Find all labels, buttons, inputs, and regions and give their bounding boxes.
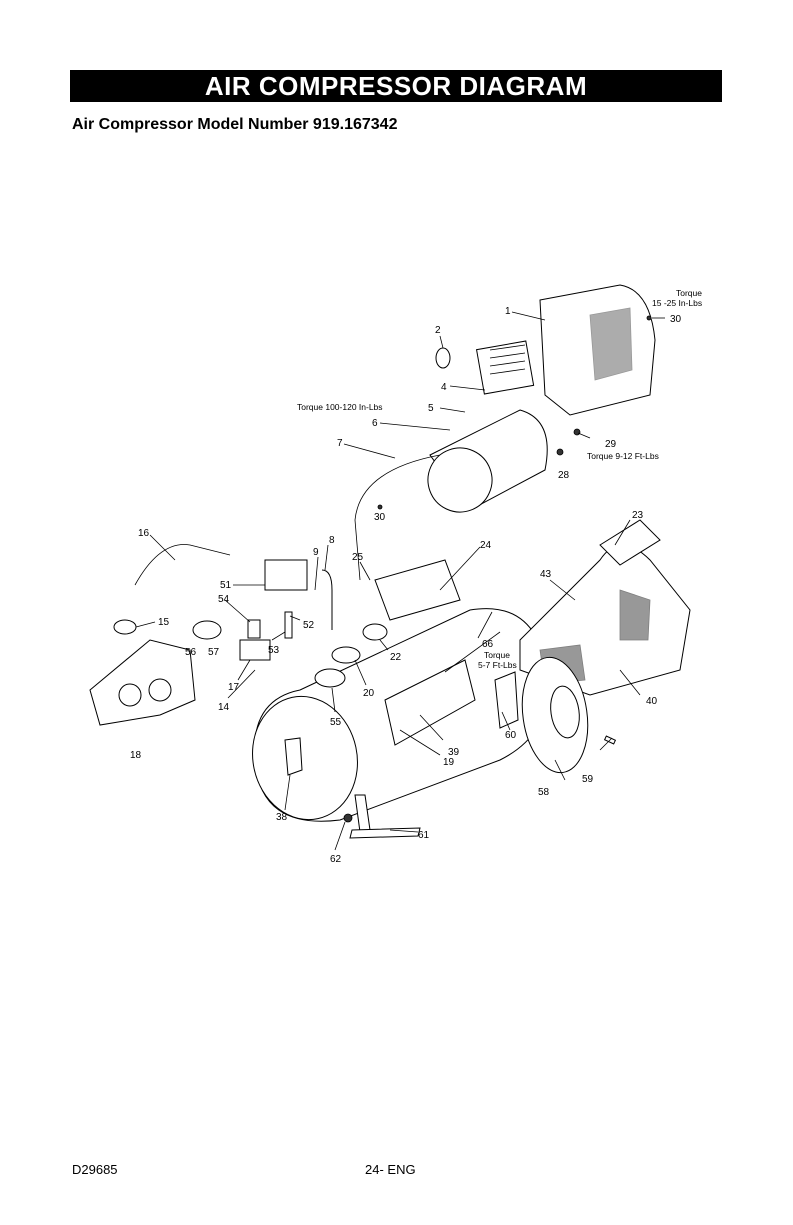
tube-8 — [322, 570, 332, 630]
part-39: 39 — [448, 747, 460, 758]
part-54: 54 — [218, 594, 230, 605]
part-43: 43 — [540, 569, 552, 580]
part-19: 19 — [443, 757, 455, 768]
outlet-tube-7 — [355, 455, 440, 580]
screw-30-mid — [378, 505, 382, 509]
ring-15 — [114, 620, 136, 634]
part-7: 7 — [337, 438, 343, 449]
cap-2 — [436, 348, 450, 368]
torque-pump-bolt: Torque 9-12 Ft-Lbs — [587, 451, 659, 461]
pump-plate-24 — [375, 560, 460, 620]
part-4: 4 — [441, 382, 447, 393]
part-9: 9 — [313, 547, 319, 558]
bolt-28 — [557, 449, 563, 455]
part-62: 62 — [330, 854, 342, 865]
regulator-54 — [248, 620, 260, 638]
manifold-17 — [240, 640, 270, 660]
part-1: 1 — [505, 306, 511, 317]
part-16: 16 — [138, 528, 150, 539]
part-23: 23 — [632, 510, 644, 521]
torque-wheel-line1: Torque — [484, 650, 510, 660]
part-59: 59 — [582, 774, 594, 785]
part-40: 40 — [646, 696, 658, 707]
torque-manifold: Torque 100-120 In-Lbs — [297, 402, 383, 412]
torque-shroud-line1: Torque — [676, 288, 702, 298]
torque-shroud-line2: 15 -25 In-Lbs — [652, 298, 702, 308]
part-24: 24 — [480, 540, 492, 551]
part-58: 58 — [538, 787, 550, 798]
document-code: D29685 — [72, 1162, 118, 1177]
part-30-mid: 30 — [374, 512, 386, 523]
gauge-56 — [193, 621, 221, 639]
pressure-switch-51 — [265, 560, 307, 590]
part-56-gauge: 56 — [185, 647, 197, 658]
part-25: 25 — [352, 552, 364, 563]
part-22: 22 — [390, 652, 402, 663]
part-17: 17 — [228, 682, 240, 693]
motor-pump-assembly — [419, 341, 547, 521]
fitting-52 — [285, 612, 292, 638]
valve-22 — [363, 624, 387, 640]
part-8: 8 — [329, 535, 335, 546]
rubber-foot-61 — [350, 828, 420, 838]
part-14: 14 — [218, 702, 230, 713]
part-53: 53 — [268, 645, 280, 656]
part-20: 20 — [363, 688, 375, 699]
part-5: 5 — [428, 403, 434, 414]
part-15: 15 — [158, 617, 170, 628]
part-61: 61 — [418, 830, 430, 841]
washer-20 — [332, 647, 360, 663]
part-66: 66 — [482, 639, 494, 650]
part-29: 29 — [605, 439, 617, 450]
part-30-top: 30 — [670, 314, 682, 325]
part-57: 57 — [208, 647, 220, 658]
part-51: 51 — [220, 580, 232, 591]
gauge-55 — [315, 669, 345, 687]
part-6: 6 — [372, 418, 378, 429]
part-28: 28 — [558, 470, 570, 481]
air-tank — [241, 609, 548, 838]
rear-shroud-1 — [540, 285, 655, 415]
page-number: 24- ENG — [365, 1162, 416, 1177]
torque-wheel-line2: 5-7 Ft-Lbs — [478, 660, 517, 670]
part-2: 2 — [435, 325, 441, 336]
screw-30-top — [647, 316, 651, 320]
torque-wheel: Torque 5-7 Ft-Lbs — [478, 650, 517, 670]
torque-shroud-screw: Torque 15 -25 In-Lbs — [652, 288, 704, 308]
bolt-29 — [574, 429, 580, 435]
drain-valve-62 — [344, 814, 352, 822]
warning-label-38 — [285, 738, 302, 775]
part-18: 18 — [130, 750, 142, 761]
part-38: 38 — [276, 812, 288, 823]
hose-16 — [135, 545, 230, 586]
part-60: 60 — [505, 730, 517, 741]
console-18 — [90, 640, 195, 725]
part-52: 52 — [303, 620, 315, 631]
part-55: 55 — [330, 717, 342, 728]
